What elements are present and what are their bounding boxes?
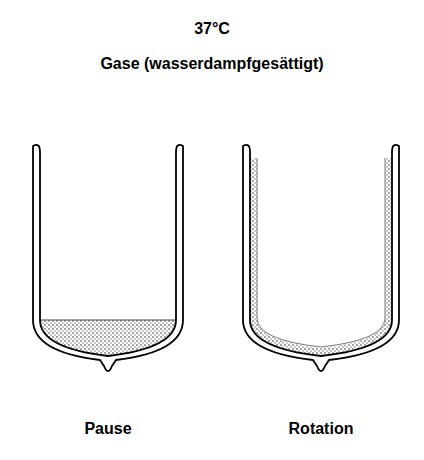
- liquid-film: [253, 158, 389, 352]
- film-edge: [257, 158, 385, 347]
- vessel-pause: [33, 145, 183, 371]
- liquid-surface: [40, 320, 176, 321]
- gas-label: Gase (wasserdampfgesättigt): [100, 55, 323, 73]
- state-label: Pause: [84, 420, 131, 438]
- vessel-rotation: [243, 145, 399, 371]
- state-label: Rotation: [289, 420, 354, 438]
- temperature-label: 37°C: [194, 20, 230, 38]
